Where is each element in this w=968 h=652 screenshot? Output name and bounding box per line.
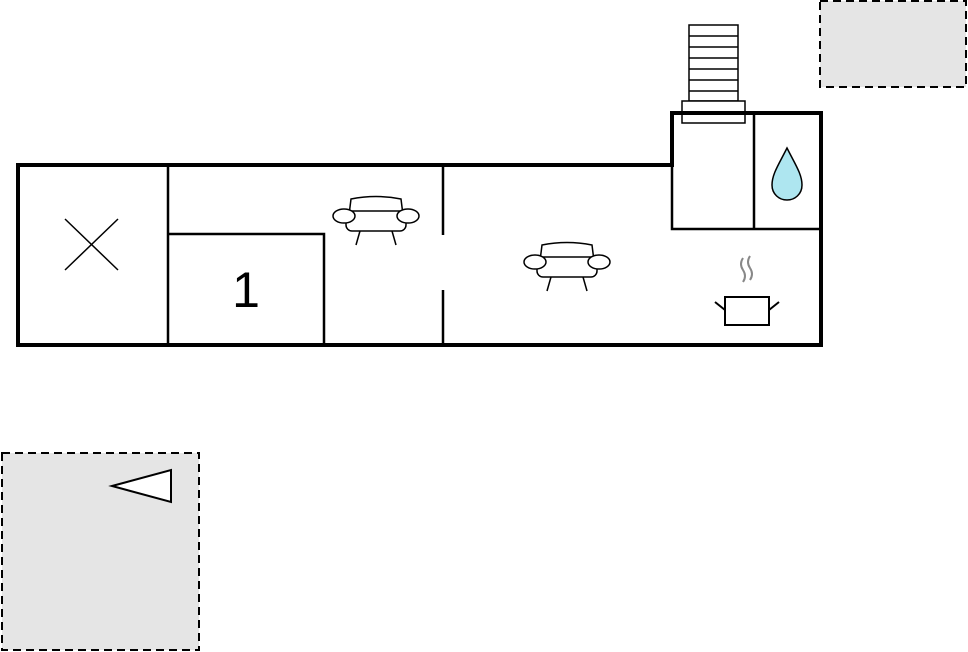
entrance-arrow-icon	[108, 468, 172, 504]
water-drop-icon	[771, 146, 803, 201]
interior-walls	[166, 113, 821, 345]
terrace-top-right	[819, 0, 967, 88]
room-number-1: 1	[232, 262, 260, 318]
storage-x-icon	[64, 218, 119, 271]
stairs-icon	[681, 24, 746, 124]
sofa-icon	[332, 195, 420, 246]
cooking-pot-icon	[714, 255, 780, 326]
sofa-icon	[523, 241, 611, 292]
